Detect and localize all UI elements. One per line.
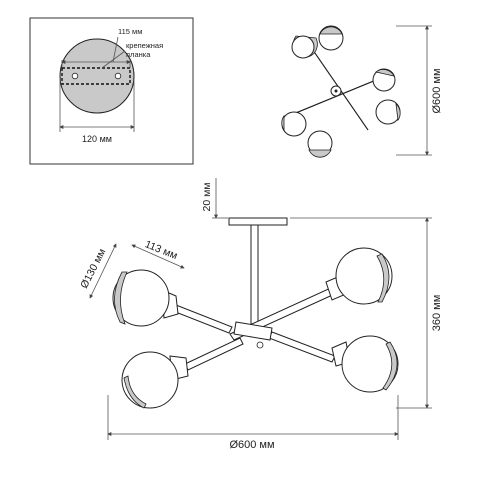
front-view: 20 мм 113 мм Ø130 мм 360 мм Ø600 мм (78, 178, 443, 451)
hub-body (233, 321, 273, 341)
canopy-circle (59, 38, 135, 114)
height-label: 360 мм (431, 295, 443, 332)
top-view: Ø600 мм (281, 25, 443, 158)
top-view-diameter-label: Ø600 мм (431, 68, 443, 113)
shade-upper-left (112, 269, 179, 327)
shade-upper-right (325, 247, 393, 305)
bracket-label-line1: крепежная (126, 41, 163, 50)
top-shade-4 (375, 99, 401, 125)
shade-lower-right (331, 335, 399, 393)
mount-detail-frame (29, 17, 194, 165)
mounting-bracket (61, 67, 131, 85)
top-shade-2 (318, 25, 344, 51)
top-shade-1 (291, 35, 318, 59)
arm-lower-right (268, 331, 336, 363)
suspension-rod (250, 224, 259, 338)
screw-hole-left (71, 72, 79, 80)
shade-lower-left (121, 351, 189, 409)
shade-diameter-dimension-line (89, 243, 117, 299)
mount-detail: 115 мм крепежная планка 120 мм (29, 17, 194, 165)
canopy-plate (228, 217, 288, 226)
arm-upper-left (172, 304, 233, 334)
shade-length-label: 113 мм (143, 238, 179, 262)
bracket-label-line2: планка (126, 50, 151, 59)
plate-width-label: 115 мм (118, 27, 142, 36)
top-shade-6 (307, 130, 333, 158)
screw-hole-right (114, 72, 122, 80)
shade-length-dimension-line (131, 244, 185, 269)
top-shade-5 (281, 111, 307, 137)
top-shade-3 (372, 68, 396, 92)
width-label: Ø600 мм (229, 439, 274, 451)
rod-length-label: 20 мм (201, 182, 213, 211)
arm-lower-left (184, 337, 244, 371)
canopy-diameter-label: 120 мм (82, 134, 112, 144)
